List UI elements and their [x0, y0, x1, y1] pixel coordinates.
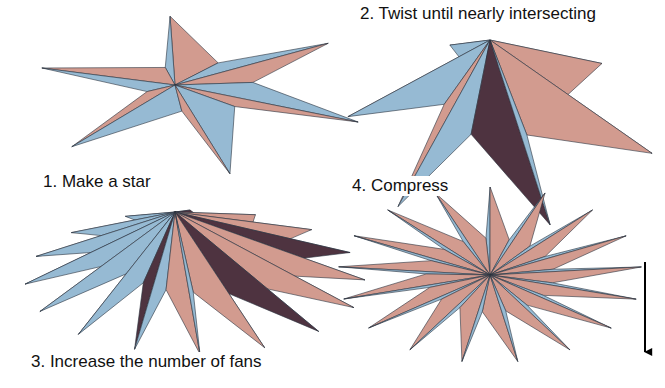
star-figure	[42, 16, 358, 173]
fan-facet	[490, 40, 550, 225]
fan-facet	[490, 275, 518, 362]
star-figure	[339, 187, 642, 362]
fan-facet	[339, 267, 490, 275]
fan-facet	[460, 275, 490, 361]
compress-arrow	[644, 262, 646, 352]
fan-facet	[175, 43, 328, 85]
fan-facet	[166, 212, 200, 354]
fan-facet	[175, 43, 328, 85]
step-label: 3. Increase the number of fans	[28, 352, 265, 372]
star-figure	[348, 40, 652, 225]
fan-facet	[175, 212, 200, 354]
step-label: 1. Make a star	[40, 172, 154, 192]
fan-facet	[462, 275, 490, 361]
star-figure	[25, 210, 365, 354]
fan-facet	[42, 68, 175, 92]
fan-facet	[482, 275, 518, 362]
step-label: 4. Compress	[349, 176, 451, 196]
fan-facet	[471, 40, 550, 225]
fan-facet	[72, 85, 182, 147]
fan-facet	[175, 85, 235, 174]
fan-facet	[339, 261, 490, 275]
fan-facet	[175, 85, 230, 174]
step-label: 2. Twist until nearly intersecting	[357, 4, 599, 24]
